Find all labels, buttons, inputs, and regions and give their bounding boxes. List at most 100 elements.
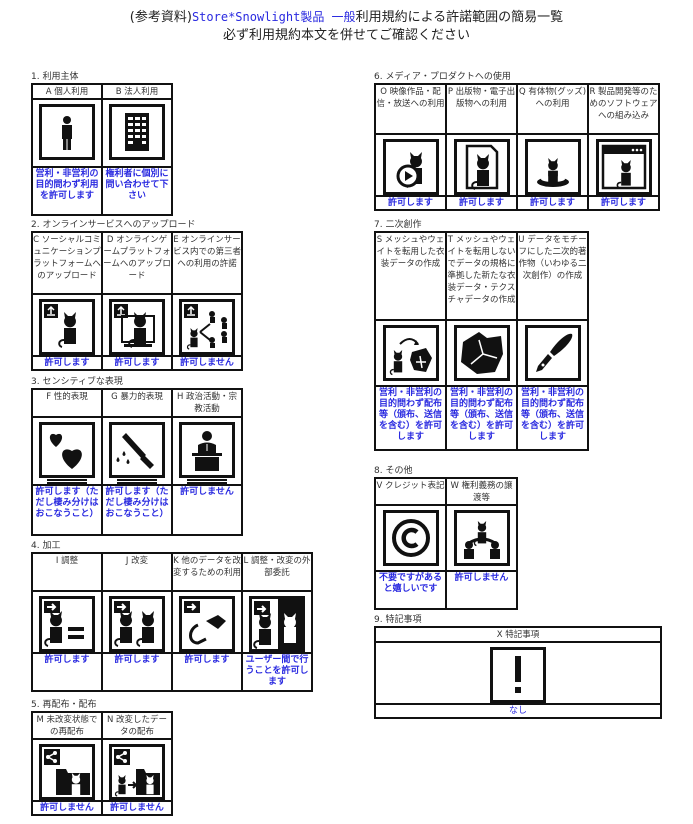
item-label: J 改変 bbox=[101, 552, 173, 592]
permission-table: A 個人利用 B 法人利用 営利・非営利の目的問わず利用を許可します 権利者に個… bbox=[31, 83, 173, 216]
upload-monitor-icon bbox=[109, 299, 165, 355]
permission-table: S メッシュやウェイトを転用した衣装データの作成 T メッシュやウェイトを転用し… bbox=[374, 231, 589, 451]
section-title: 1. 利用主体 bbox=[31, 72, 79, 82]
hearts-icon bbox=[39, 422, 95, 478]
title-suffix: 利用規約による許諾範囲の簡易一覧 bbox=[355, 10, 564, 25]
item-label: D オンラインゲームプラットフォームへのアップロード bbox=[101, 231, 173, 295]
item-label: R 製品開発等のためのソフトウェアへの組み込み bbox=[587, 83, 660, 135]
item-label: K 他のデータを改変するための利用 bbox=[171, 552, 243, 592]
section-title: 6. メディア・プロダクトへの使用 bbox=[374, 72, 511, 82]
item-result: 許可しません bbox=[171, 484, 243, 536]
item-result: 許可しません bbox=[171, 355, 243, 371]
item-label: E オンラインサービス内での第三者への利用の許諾 bbox=[171, 231, 243, 295]
title-prefix: (参考資料) bbox=[129, 10, 192, 25]
permission-table: V クレジット表記 W 権利義務の譲渡等 不要ですがあると嬉しいです 許可しませ… bbox=[374, 477, 518, 610]
item-result: 許可しません bbox=[31, 800, 103, 816]
section-title: 2. オンラインサービスへのアップロード bbox=[31, 220, 196, 230]
bow-icon bbox=[179, 596, 235, 652]
permission-table: M 未改変状態での再配布 N 改変したデータの配布 許可しません 許可しません bbox=[31, 711, 173, 816]
mesh-transfer-icon bbox=[382, 325, 439, 381]
section-usage-subject: 1. 利用主体 A 個人利用 B 法人利用 営利・非営利の目的問わず利用を許可し… bbox=[31, 71, 173, 216]
section-processing: 4. 加工 I 調整 J 改変 K 他のデータを改変するための利用 L 調整・改… bbox=[31, 540, 313, 692]
item-result: 営利・非営利の目的問わず配布等（頒布、送信を含む）を許可します bbox=[374, 385, 447, 451]
knife-icon bbox=[109, 422, 165, 478]
item-result: 営利・非営利の目的問わず配布等（頒布、送信を含む）を許可します bbox=[445, 385, 518, 451]
item-label: F 性的表現 bbox=[31, 388, 103, 418]
item-result: 営利・非営利の目的問わず利用を許可します bbox=[31, 166, 103, 216]
item-result: 許可します bbox=[31, 652, 103, 692]
section-title: 3. センシティブな表現 bbox=[31, 377, 123, 387]
share-modified-icon bbox=[109, 744, 165, 800]
cloth-icon bbox=[453, 325, 510, 381]
item-result: 許可します bbox=[445, 195, 518, 211]
item-label: O 映像作品・配信・放送への利用 bbox=[374, 83, 447, 135]
exclamation-icon bbox=[490, 647, 546, 703]
page-title-line2: 必ず利用規約本文を併せてご確認ください bbox=[222, 28, 470, 43]
title-brand: Store*Snowlight製品 一般 bbox=[191, 10, 356, 24]
permission-table: C ソーシャルコミュニケーションプラットフォームへのアップロード D オンライン… bbox=[31, 231, 243, 371]
item-result: 許可します（ただし棲み分けはおこなうこと） bbox=[101, 484, 173, 536]
section-title: 4. 加工 bbox=[31, 541, 61, 551]
item-result: 許可します bbox=[101, 652, 173, 692]
podium-icon bbox=[179, 422, 235, 478]
building-icon bbox=[109, 104, 165, 160]
section-sensitive-expression: 3. センシティブな表現 F 性的表現 G 暴力的表現 H 政治活動・宗教活動 … bbox=[31, 376, 243, 536]
item-result: 許可します bbox=[374, 195, 447, 211]
item-label: X 特記事項 bbox=[374, 626, 662, 643]
permission-table: F 性的表現 G 暴力的表現 H 政治活動・宗教活動 許可します（ただし棲み分け… bbox=[31, 388, 243, 536]
item-result: 許可します bbox=[101, 355, 173, 371]
item-label: V クレジット表記 bbox=[374, 477, 447, 506]
adjust-icon bbox=[39, 596, 95, 652]
item-label: P 出版物・電子出版物への利用 bbox=[445, 83, 518, 135]
item-result: 不要ですがあると嬉しいです bbox=[374, 570, 447, 610]
copyright-icon bbox=[382, 510, 439, 566]
app-window-icon bbox=[595, 139, 652, 195]
section-online-upload: 2. オンラインサービスへのアップロード C ソーシャルコミュニケーションプラッ… bbox=[31, 219, 243, 371]
item-result: なし bbox=[374, 703, 662, 719]
item-result: ユーザー間で行うことを許可します bbox=[241, 652, 313, 692]
shelf-line bbox=[39, 478, 95, 484]
upload-share-icon bbox=[179, 299, 235, 355]
permission-table: I 調整 J 改変 K 他のデータを改変するための利用 L 調整・改変の外部委託… bbox=[31, 552, 313, 692]
item-result: 権利者に個別に問い合わせて下さい bbox=[101, 166, 173, 216]
item-label: H 政治活動・宗教活動 bbox=[171, 388, 243, 418]
document-icon bbox=[453, 139, 510, 195]
item-label: A 個人利用 bbox=[31, 83, 103, 100]
item-label: G 暴力的表現 bbox=[101, 388, 173, 418]
item-label: Q 有体物(グッズ)への利用 bbox=[516, 83, 589, 135]
item-result: 営利・非営利の目的問わず配布等（頒布、送信を含む）を許可します bbox=[516, 385, 589, 451]
permission-table: X 特記事項 なし bbox=[374, 626, 662, 719]
item-result: 許可しません bbox=[445, 570, 518, 610]
outsource-icon bbox=[249, 596, 305, 652]
section-media-product: 6. メディア・プロダクトへの使用 O 映像作品・配信・放送への利用 P 出版物… bbox=[374, 71, 660, 211]
item-label: S メッシュやウェイトを転用した衣装データの作成 bbox=[374, 231, 447, 321]
video-play-icon bbox=[382, 139, 439, 195]
section-title: 8. その他 bbox=[374, 466, 413, 476]
item-result: 許可します bbox=[587, 195, 660, 211]
share-folder-icon bbox=[39, 744, 95, 800]
item-label: I 調整 bbox=[31, 552, 103, 592]
item-result: 許可します（ただし棲み分けはおこなうこと） bbox=[31, 484, 103, 536]
item-label: U データをモチーフにした二次的著作物（いわゆる二次創作）の作成 bbox=[516, 231, 589, 321]
item-label: C ソーシャルコミュニケーションプラットフォームへのアップロード bbox=[31, 231, 103, 295]
page-title-line1: (参考資料)Store*Snowlight製品 一般利用規約による許諾範囲の簡易… bbox=[0, 8, 693, 27]
item-result: 許可します bbox=[31, 355, 103, 371]
person-icon bbox=[39, 104, 95, 160]
item-label: B 法人利用 bbox=[101, 83, 173, 100]
upload-avatar-icon bbox=[39, 299, 95, 355]
modify-icon bbox=[109, 596, 165, 652]
item-label: N 改変したデータの配布 bbox=[101, 711, 173, 740]
section-title: 9. 特記事項 bbox=[374, 615, 422, 625]
item-result: 許可しません bbox=[101, 800, 173, 816]
item-result: 許可します bbox=[516, 195, 589, 211]
item-label: M 未改変状態での再配布 bbox=[31, 711, 103, 740]
item-label: W 権利義務の譲渡等 bbox=[445, 477, 518, 506]
pen-nib-icon bbox=[524, 325, 581, 381]
section-title: 5. 再配布・配布 bbox=[31, 700, 97, 710]
section-derivative-works: 7. 二次創作 S メッシュやウェイトを転用した衣装データの作成 T メッシュや… bbox=[374, 219, 589, 451]
permission-table: O 映像作品・配信・放送への利用 P 出版物・電子出版物への利用 Q 有体物(グ… bbox=[374, 83, 660, 211]
item-label: L 調整・改変の外部委託 bbox=[241, 552, 313, 592]
item-result: 許可します bbox=[171, 652, 243, 692]
section-special-notes: 9. 特記事項 X 特記事項 なし bbox=[374, 614, 662, 719]
section-other: 8. その他 V クレジット表記 W 権利義務の譲渡等 不要ですがあると嬉しいで… bbox=[374, 465, 518, 610]
